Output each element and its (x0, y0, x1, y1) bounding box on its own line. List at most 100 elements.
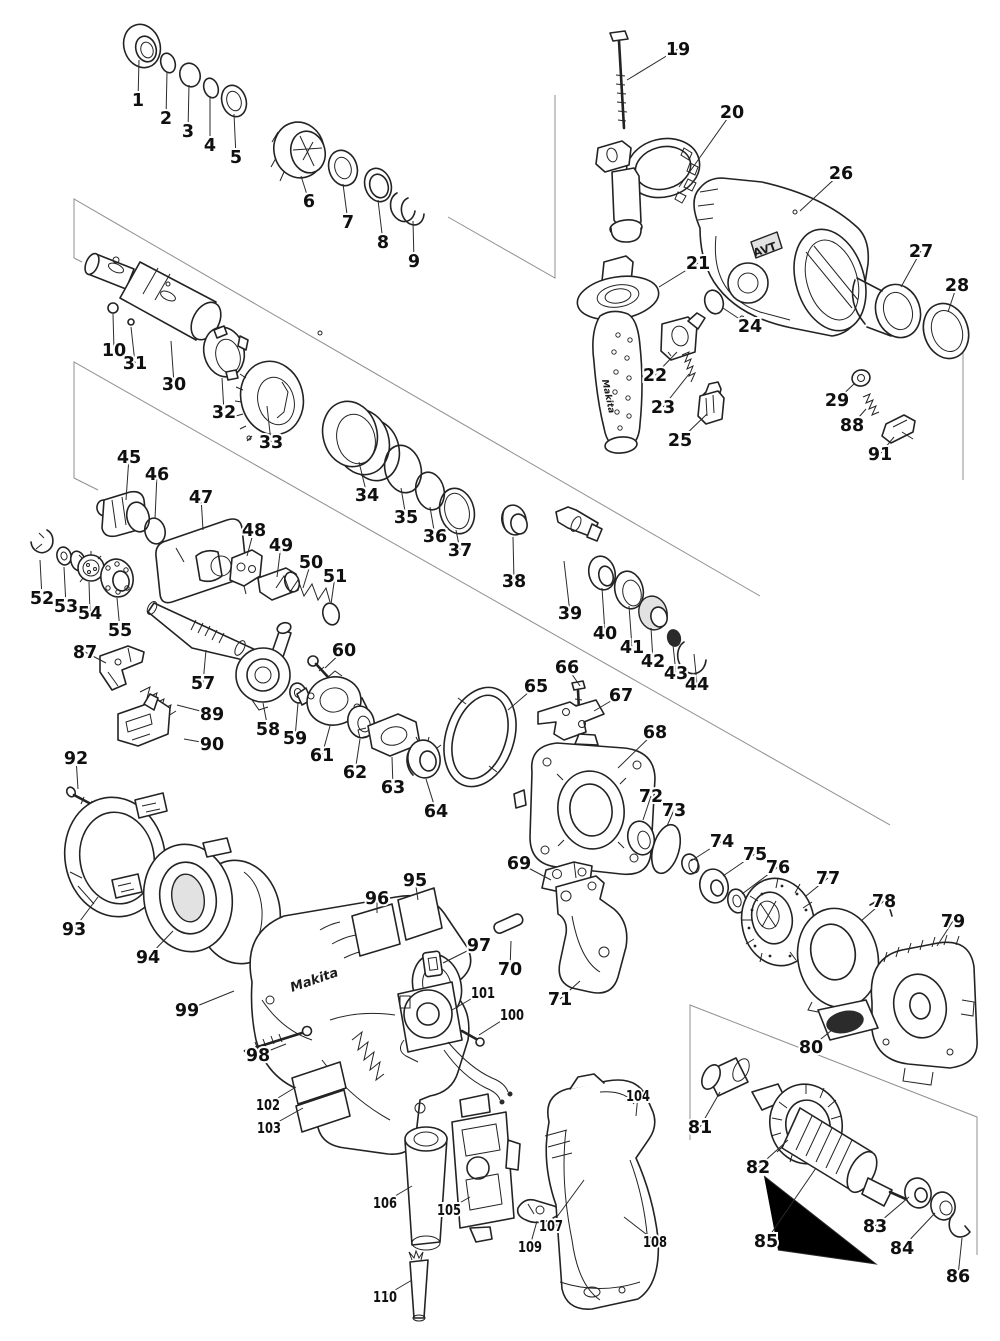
part-68 (513, 733, 656, 890)
part-34 (321, 400, 401, 482)
part-label-9: 9 (408, 252, 420, 272)
part-label-101: 101 (471, 984, 495, 1002)
leader-86 (957, 1237, 963, 1277)
part-label-104: 104 (626, 1087, 650, 1105)
part-label-31: 31 (123, 354, 147, 374)
part-label-102: 102 (256, 1096, 280, 1114)
leader-82 (757, 1139, 789, 1168)
part-50 (275, 574, 331, 603)
leader-1 (137, 59, 140, 101)
part-53 (56, 546, 72, 566)
part-28 (922, 302, 970, 360)
part-39 (555, 506, 603, 542)
leader-107 (550, 1179, 585, 1226)
leader-20 (678, 111, 733, 188)
part-label-65: 65 (524, 677, 548, 697)
leader-75 (722, 853, 756, 877)
leader-35 (400, 487, 407, 518)
leader-51 (330, 575, 336, 605)
leader-69 (518, 862, 552, 881)
leader-84 (901, 1212, 936, 1249)
part-20 (595, 137, 701, 243)
part-88 (862, 393, 880, 416)
part-102 (291, 1061, 347, 1105)
part-label-47: 47 (189, 488, 213, 508)
leader-110 (384, 1279, 413, 1297)
part-3 (178, 62, 202, 88)
part-label-66: 66 (555, 658, 579, 678)
leader-39 (563, 560, 571, 614)
part-label-93: 93 (62, 920, 86, 940)
leader-46 (154, 473, 158, 520)
part-103 (295, 1089, 351, 1133)
part-label-1: 1 (132, 91, 144, 111)
leader-61 (321, 725, 331, 756)
part-label-79: 79 (941, 912, 965, 932)
part-73 (650, 823, 682, 875)
part-70 (493, 913, 524, 934)
part-label-44: 44 (685, 675, 709, 695)
part-8 (363, 167, 393, 203)
leader-70 (509, 940, 512, 970)
part-label-94: 94 (136, 948, 160, 968)
part-60 (307, 655, 330, 679)
leader-57 (202, 649, 207, 684)
part-24 (703, 289, 725, 315)
leader-92 (75, 757, 79, 790)
leader-105 (448, 1196, 471, 1210)
part-label-110: 110 (373, 1288, 397, 1306)
part-2 (159, 52, 177, 74)
part-54 (69, 550, 105, 583)
part-19 (609, 30, 629, 130)
part-83 (904, 1177, 932, 1209)
part-93 (63, 792, 168, 918)
part-9 (389, 192, 425, 226)
leader-32 (221, 377, 225, 413)
part-label-30: 30 (162, 375, 186, 395)
leader-79 (936, 920, 954, 947)
part-label-46: 46 (145, 465, 169, 485)
leader-5 (233, 113, 237, 158)
leader-72 (642, 795, 652, 821)
part-label-96: 96 (365, 889, 389, 909)
part-22 (660, 312, 706, 361)
leader-98 (257, 1043, 287, 1056)
part-label-20: 20 (720, 103, 744, 123)
leader-81 (699, 1091, 721, 1128)
leader-53 (63, 566, 67, 607)
leader-100 (478, 1013, 513, 1036)
part-98 (243, 1025, 313, 1053)
part-label-10: 10 (102, 341, 126, 361)
leader-54 (88, 581, 91, 614)
part-10 (107, 302, 119, 314)
part-37 (438, 487, 476, 535)
part-57 (146, 601, 259, 663)
leader-41 (628, 605, 633, 648)
part-label-63: 63 (381, 778, 405, 798)
part-84 (930, 1191, 956, 1221)
leader-8 (377, 199, 384, 243)
part-label-77: 77 (816, 869, 840, 889)
leader-29 (836, 382, 856, 401)
leader-64 (425, 778, 437, 812)
part-108 (544, 1073, 660, 1310)
part-label-87: 87 (73, 643, 97, 663)
part-91 (881, 414, 916, 444)
part-label-35: 35 (394, 508, 418, 528)
leader-78 (860, 900, 885, 922)
part-label-4: 4 (204, 136, 216, 156)
leader-85 (765, 1167, 817, 1242)
part-label-74: 74 (710, 832, 734, 852)
part-label-52: 52 (30, 589, 54, 609)
leader-31 (130, 326, 136, 364)
part-label-57: 57 (191, 674, 215, 694)
leader-68 (617, 731, 656, 769)
part-label-103: 103 (257, 1119, 281, 1137)
part-52 (30, 529, 54, 554)
part-label-73: 73 (662, 801, 686, 821)
part-label-83: 83 (863, 1217, 887, 1237)
part-label-5: 5 (230, 148, 242, 168)
leader-73 (666, 809, 675, 827)
